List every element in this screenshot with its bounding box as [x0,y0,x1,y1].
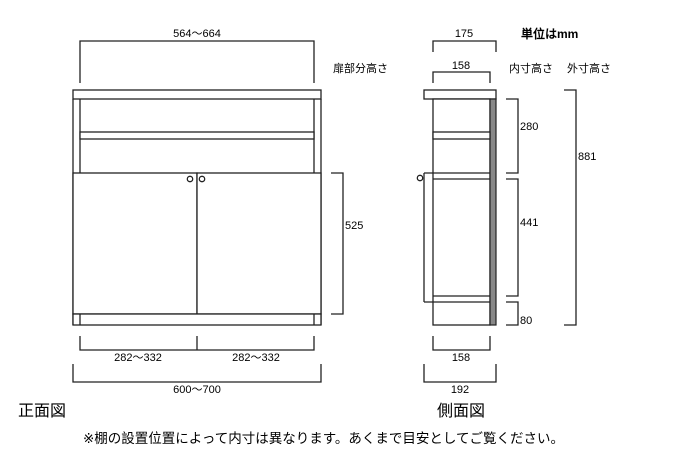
dim-bracket-depth-top-inner [432,71,491,83]
top-board [72,89,322,100]
dim-depth-bottom-inner: 158 [452,352,470,364]
side-top-board [423,89,497,100]
door-height-label: 扉部分高さ [333,61,388,75]
knob-right-icon [198,175,206,183]
front-view: 564〜664 525 扉部分高さ 282〜332 282〜332 600〜70… [18,28,388,420]
dim-bracket-depth-bottom-outer [423,364,497,383]
dim-depth-top-inner: 158 [452,60,470,72]
dim-bracket-plinth [506,301,519,326]
dim-width-inner: 564〜664 [173,28,221,40]
dim-bracket-width-outer [72,364,322,383]
dim-inner-height-lower: 441 [520,217,538,229]
door-right [196,172,322,315]
note-text: ※棚の設置位置によって内寸は異なります。あくまで目安としてご覧ください。 [83,430,564,446]
side-knob-icon [416,174,424,182]
plinth [72,313,322,326]
unit-label: 単位はmm [521,26,578,41]
dim-width-outer: 600〜700 [173,384,221,396]
inner-height-label: 内寸高さ [509,61,553,75]
dim-door-width-left: 282〜332 [114,352,162,364]
dim-depth-bottom-outer: 192 [451,384,469,396]
dim-door-width-right: 282〜332 [232,352,280,364]
door-left [72,172,198,315]
dim-bracket-outer-height [564,89,577,326]
outer-height-label: 外寸高さ [567,61,611,75]
dim-bracket-width-inner [79,40,315,83]
side-view: 単位はmm 175 158 内寸高さ 外寸高さ 280 441 80 881 1… [416,26,611,420]
shelf [79,131,315,140]
dim-bracket-door-height [331,172,344,315]
dim-plinth-height: 80 [520,315,532,327]
side-view-title: 側面図 [437,402,485,420]
dim-depth-top-outer: 175 [455,28,473,40]
knob-left-icon [186,175,194,183]
dim-outer-height: 881 [578,151,596,163]
front-view-title: 正面図 [18,403,66,420]
dim-bracket-inner-lower [506,178,519,297]
dim-bracket-inner-upper [506,98,519,174]
dim-inner-height-upper: 280 [520,121,538,133]
back-panel [489,98,497,326]
plinth-lines [79,314,315,325]
dim-door-height: 525 [345,220,363,232]
side-shelf [432,131,491,140]
side-door-lines [423,172,490,303]
dim-bracket-depth-bottom-inner [432,336,491,351]
dim-bracket-door-widths [79,336,315,351]
dim-bracket-depth-top-outer [432,40,497,52]
